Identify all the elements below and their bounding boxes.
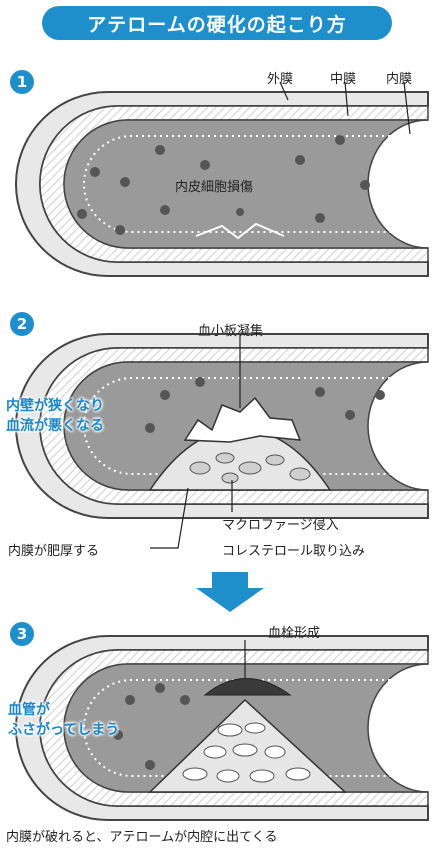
cholesterol-label: コレステロール取り込み <box>222 544 366 559</box>
thrombus-label: 血栓形成 <box>268 626 321 641</box>
vessel-3-plaque-cells <box>182 722 311 783</box>
step-2-badge: 2 <box>10 312 34 336</box>
vessel-1 <box>15 81 429 277</box>
thicken-pointer <box>150 487 189 549</box>
macrophage-label: マクロファージ侵入 <box>222 518 339 533</box>
inner-membrane-label: 内膜 <box>386 72 413 87</box>
platelet-aggregation-label: 血小板凝集 <box>198 324 264 339</box>
vessel-1-lumen <box>63 119 429 249</box>
blocked-label-line2: ふさがってしまう <box>8 722 120 738</box>
bottom-caption: 内膜が破れると、アテロームが内腔に出てくる <box>6 830 278 845</box>
inner-pointer <box>403 81 411 135</box>
step-3-badge: 3 <box>10 622 34 646</box>
vessel-2-plaque-cells <box>189 452 311 484</box>
vessel-1-intima-dots <box>83 135 420 233</box>
endothelial-damage-label: 内皮細胞損傷 <box>175 180 254 195</box>
vessel-1-blood-cells <box>77 135 370 235</box>
vessel-2-intima-dots <box>83 377 420 475</box>
narrowing-label-line1: 内壁が狭くなり <box>6 398 104 414</box>
middle-pointer <box>344 81 349 117</box>
vessel-2-platelets <box>183 396 302 443</box>
middle-membrane-label: 中膜 <box>330 72 357 87</box>
blocked-label-line1: 血管が <box>8 702 50 718</box>
vessel-2 <box>15 333 429 549</box>
vessel-3 <box>15 635 429 821</box>
vessel-3-thrombus <box>203 678 292 696</box>
narrowing-label-line2: 血流が悪くなる <box>6 418 104 434</box>
intima-thickening-label: 内膜が肥厚する <box>8 544 100 559</box>
diagram-title: アテロームの硬化の起こり方 <box>42 6 392 40</box>
vessel-3-blood-cells <box>113 683 190 770</box>
vessel-2-blood-cells <box>145 377 385 433</box>
step-1-badge: 1 <box>10 70 34 94</box>
down-arrow <box>196 572 264 612</box>
vessel-3-intima-dots <box>83 679 420 777</box>
outer-pointer <box>279 81 289 101</box>
outer-membrane-label: 外膜 <box>267 72 294 87</box>
vessel-1-damage-mark <box>195 222 285 240</box>
